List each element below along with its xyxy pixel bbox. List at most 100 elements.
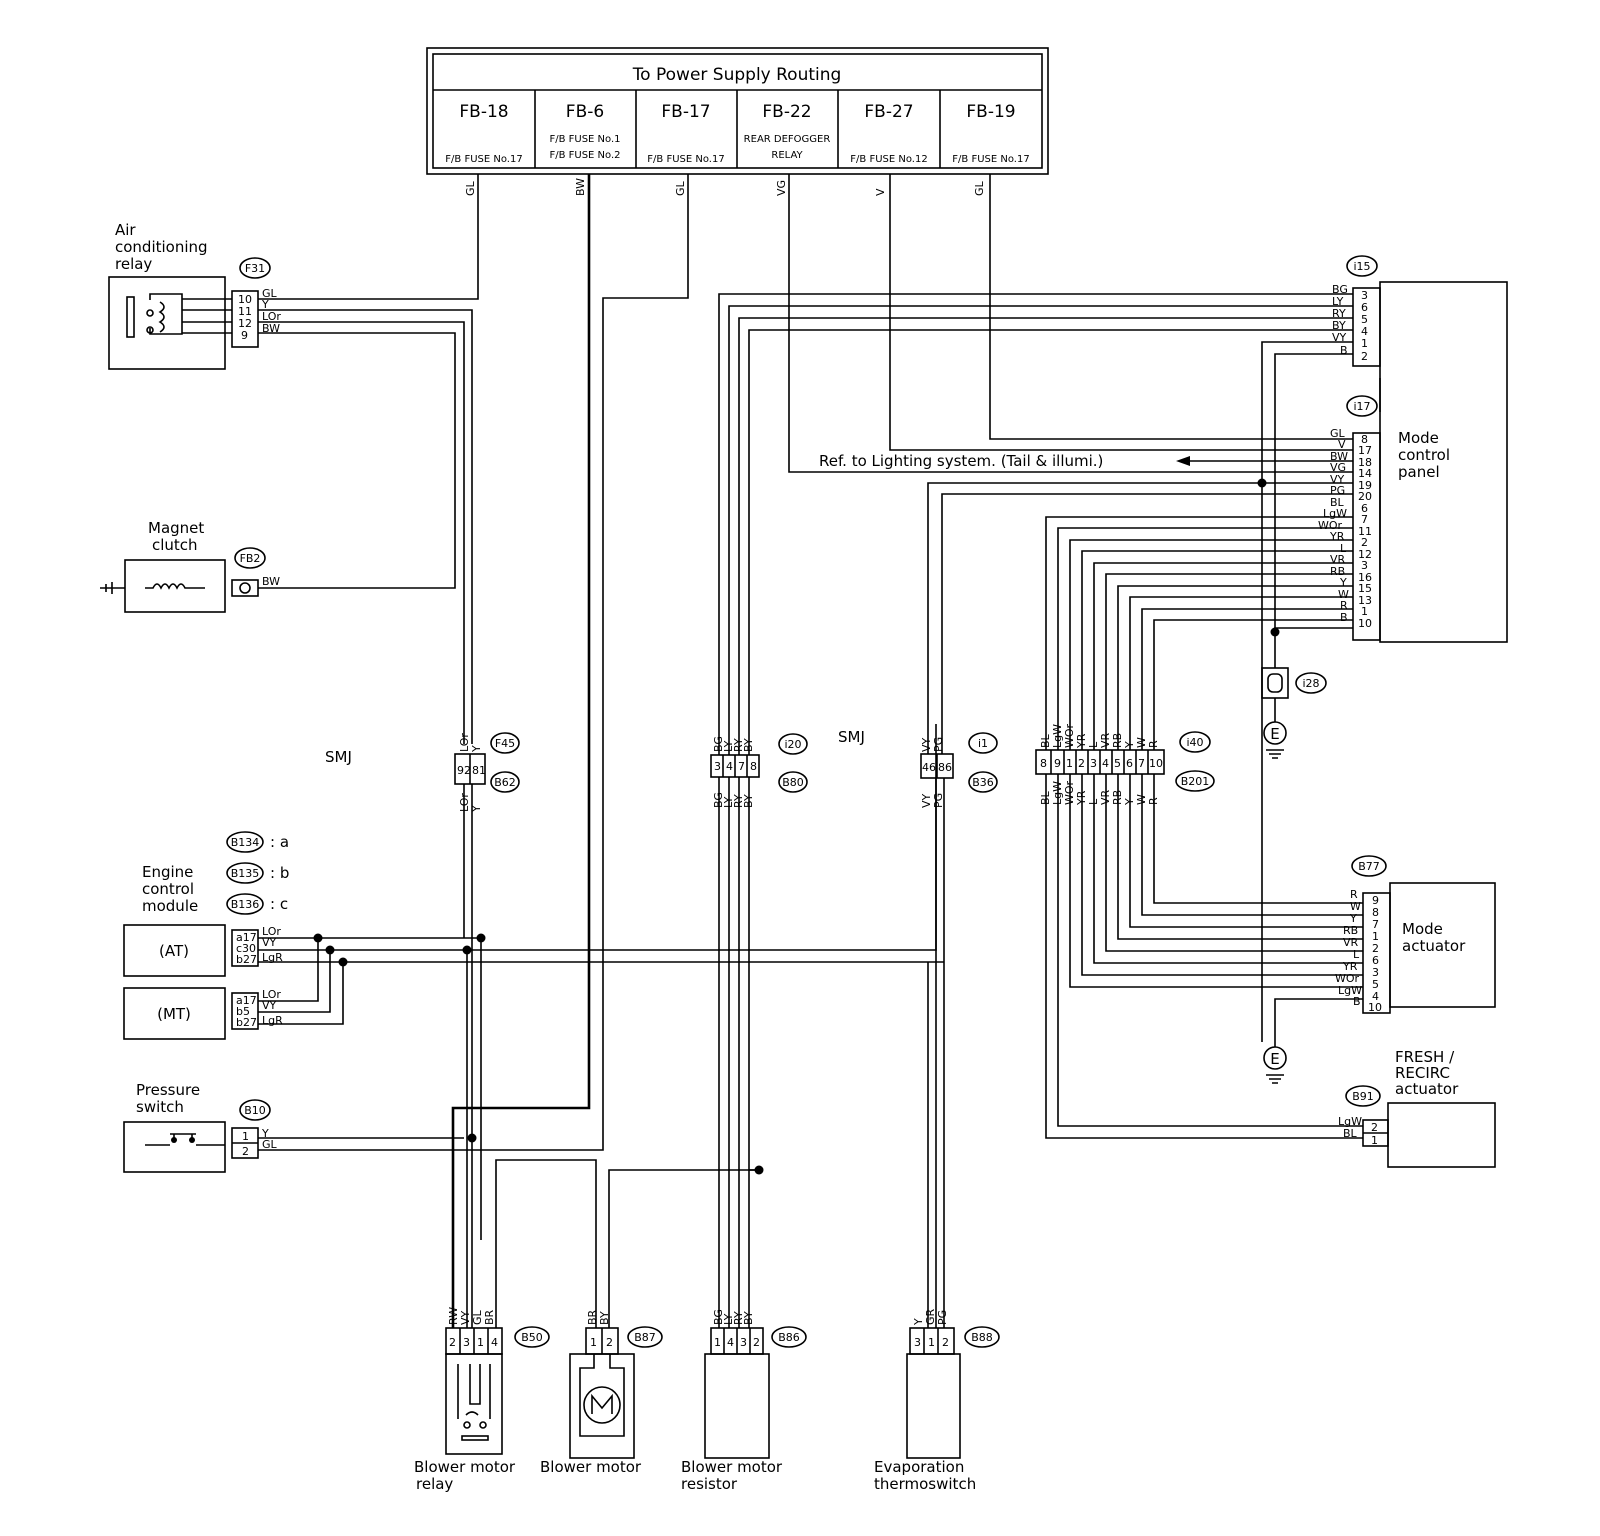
pin-number: 8: [1361, 433, 1368, 446]
pin-number: 4: [1372, 990, 1379, 1003]
pin-number: 7: [1361, 513, 1368, 526]
component-label: control: [1398, 446, 1450, 464]
ground-icon: [1263, 721, 1287, 745]
connector-id: B201: [1181, 775, 1210, 788]
variant-label: (MT): [157, 1005, 191, 1023]
component-label: FRESH /: [1395, 1048, 1455, 1066]
wire-label: RY: [732, 738, 745, 752]
wire-label: B: [1340, 344, 1348, 357]
fuse-note: F/B FUSE No.17: [952, 154, 1029, 165]
wire-label: BL: [1039, 733, 1052, 748]
fuse-note: F/B FUSE No.1: [549, 134, 620, 145]
component-label: Pressure: [136, 1081, 200, 1099]
component-label: Magnet: [148, 519, 204, 537]
component-label: Air: [115, 221, 136, 239]
wire-label: L: [1340, 542, 1347, 555]
wire-label: LgR: [262, 1014, 283, 1027]
pressure-switch: Pressure switch 1 2 B10 Y GL: [123, 1081, 604, 1173]
connector-id: F31: [245, 262, 265, 275]
variant-label: (AT): [159, 942, 189, 960]
ground-label: E: [1270, 1050, 1279, 1068]
fuse-note: REAR DEFOGGER: [744, 134, 831, 145]
magnet-clutch: Magnet clutch FB2 BW: [100, 519, 280, 613]
component-label: actuator: [1402, 937, 1466, 955]
pin-number: 3: [1372, 966, 1379, 979]
pin-number: a17: [236, 994, 257, 1007]
pin-number: 14: [1358, 467, 1372, 480]
ground-i28: i28 E: [1261, 667, 1327, 759]
connector-id: i20: [784, 738, 801, 751]
header-title: To Power Supply Routing: [632, 65, 842, 85]
wire-label: BW: [574, 178, 587, 196]
component-label: Mode: [1402, 920, 1443, 938]
connector-id: B36: [972, 776, 994, 789]
ac-relay: Air conditioning relay F31 10 11 12 9 GL…: [108, 221, 473, 744]
i17-wire-labels: GL V BW VG VY PG BL LgW WOr YR L VR RB Y…: [1318, 427, 1349, 624]
wire-label: PG: [936, 1310, 949, 1325]
pin-number: 8: [750, 760, 757, 773]
pin-number: a17: [236, 931, 257, 944]
wire-label: WOr: [1335, 972, 1360, 985]
wire-label: PG: [1330, 484, 1345, 497]
wire-label: LOr: [262, 988, 281, 1001]
pin-number: 4: [1102, 757, 1109, 770]
wire-label: L: [1087, 741, 1100, 748]
wire-label: R: [1350, 888, 1358, 901]
pin-number: 9: [1054, 757, 1061, 770]
pin-number: 1: [590, 1336, 597, 1349]
wire-label: V: [874, 188, 887, 196]
wire-label: YR: [1329, 530, 1345, 543]
pin-number: 20: [1358, 490, 1372, 503]
fuse-code: FB-17: [661, 102, 710, 122]
pin-number: 8: [1040, 757, 1047, 770]
component-label: control: [142, 880, 194, 898]
wire-label: W: [1338, 588, 1349, 601]
component-label: Blower motor: [414, 1458, 516, 1476]
pin-number: 17: [1358, 444, 1372, 457]
pin-number: 2: [942, 1336, 949, 1349]
wire-label: BY: [1332, 319, 1346, 332]
wire-label: BW: [262, 322, 280, 335]
wire-label: RB: [1343, 924, 1358, 937]
pin-number: 7: [1138, 757, 1145, 770]
wire-label: Y: [470, 745, 483, 753]
wire-label: YR: [1342, 960, 1358, 973]
pin-number: b5: [236, 1005, 250, 1018]
pin-number: 3: [1361, 289, 1368, 302]
component-label: Evaporation: [874, 1458, 964, 1476]
pin-number: 81: [472, 764, 486, 777]
connector-id: FB2: [240, 552, 261, 565]
wire-label: VY: [1332, 331, 1347, 344]
legend-text: : b: [270, 864, 289, 882]
connector-id: B77: [1358, 860, 1380, 873]
component-label: panel: [1398, 463, 1440, 481]
wire-label: Y: [912, 1318, 925, 1326]
wire-label: Y: [1123, 741, 1136, 749]
pin-number: 15: [1358, 582, 1372, 595]
pin-number: 19: [1358, 479, 1372, 492]
wire-label: LOr: [262, 925, 281, 938]
wire-label: VY: [262, 936, 277, 949]
wire-label: LOr: [262, 310, 281, 323]
pin-number: 1: [477, 1336, 484, 1349]
pin-number: 5: [1361, 313, 1368, 326]
pin-number: 9: [1372, 894, 1379, 907]
pin-number: 1: [1066, 757, 1073, 770]
pin-number: 2: [242, 1145, 249, 1158]
i15-wire-labels: BG LY RY BY VY B: [1332, 283, 1348, 357]
fuse-code: FB-6: [566, 102, 604, 122]
joint-i40: 8 9 1 2 3 4 5 6 7 10 BL LgW WOr YR L VR …: [1035, 516, 1363, 1139]
pin-number: 2: [1078, 757, 1085, 770]
wire-label: L: [1353, 948, 1360, 961]
pin-number: 1: [1372, 930, 1379, 943]
pin-number: 3: [914, 1336, 921, 1349]
mode-actuator: Mode actuator B77 9 8 7 1 2 6 3 5 4 10 R…: [1263, 855, 1496, 1084]
wire-label: PG: [932, 737, 945, 752]
pin-number: 2: [1361, 350, 1368, 363]
blower-motor-resistor: 1 4 3 2 BG LY RY BY B86 Blower motor res…: [681, 1309, 807, 1493]
fuse-note: F/B FUSE No.2: [549, 150, 620, 161]
pin-number: 6: [1126, 757, 1133, 770]
component-label: thermoswitch: [874, 1475, 976, 1493]
joint-i20: 3 4 7 8 BG LY RY BY BG LY RY BY i20 B80: [495, 293, 1353, 1328]
smj-label: SMJ: [838, 728, 865, 746]
